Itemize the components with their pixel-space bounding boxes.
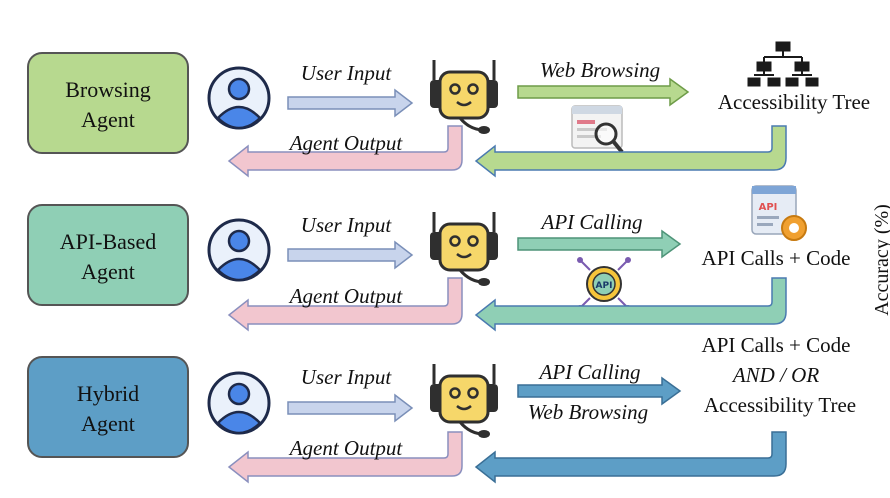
user-input-arrow <box>287 393 414 423</box>
agent-type-label-line1: Hybrid <box>77 381 139 406</box>
user-input-arrow <box>287 88 414 118</box>
robot-agent-icon <box>430 60 498 134</box>
result-label: API Calls + Code <box>702 246 851 270</box>
agent-type-label-line2: Agent <box>81 107 135 132</box>
agent-type-label-line2: Agent <box>81 411 135 436</box>
agent-output-arrow <box>227 125 463 178</box>
side-axis-label: Accuracy (%) <box>871 204 890 316</box>
action-label-primary: API Calling <box>538 360 641 384</box>
svg-text:API: API <box>596 281 613 291</box>
return-arrow <box>474 431 787 484</box>
user-input-label: User Input <box>301 365 393 389</box>
row-hybrid: Hybrid Agent User Input API Calling <box>27 333 856 484</box>
agent-output-label: Agent Output <box>288 436 404 460</box>
api-settings-icon: API <box>751 185 807 241</box>
web-browsing-arrow <box>517 77 690 107</box>
hierarchy-tree-icon <box>747 41 819 87</box>
user-avatar-icon <box>207 371 271 435</box>
user-input-arrow <box>287 240 414 270</box>
agent-type-label-line2: Agent <box>81 259 135 284</box>
agent-type-box <box>27 356 189 458</box>
user-avatar-icon <box>207 218 271 282</box>
agent-output-label: Agent Output <box>288 131 404 155</box>
return-arrow <box>474 125 787 178</box>
hybrid-action-arrow <box>517 376 682 406</box>
action-label: Web Browsing <box>540 58 660 82</box>
robot-agent-icon <box>430 212 498 286</box>
agent-output-arrow <box>227 431 463 484</box>
result-label-line1: API Calls + Code <box>702 333 851 357</box>
action-label-secondary: Web Browsing <box>528 400 648 424</box>
robot-agent-icon <box>430 364 498 438</box>
agent-type-box <box>27 52 189 154</box>
svg-text:API: API <box>759 202 778 213</box>
return-arrow <box>474 277 787 332</box>
user-avatar-icon <box>207 66 271 130</box>
agent-type-label-line1: Browsing <box>65 77 151 102</box>
result-label-line2: AND / OR <box>731 363 820 387</box>
row-browsing: Browsing Agent User Input <box>27 41 870 178</box>
agent-output-label: Agent Output <box>288 284 404 308</box>
agent-type-box <box>27 204 189 306</box>
result-label: Accessibility Tree <box>718 90 870 114</box>
web-search-icon <box>571 105 624 154</box>
action-label: API Calling <box>540 210 643 234</box>
user-input-label: User Input <box>301 213 393 237</box>
agent-output-arrow <box>227 277 463 332</box>
api-gear-icon: API <box>577 257 631 311</box>
user-input-label: User Input <box>301 61 393 85</box>
row-api-based: API-Based Agent User Input API Calling <box>27 185 851 332</box>
api-calling-arrow <box>517 229 682 259</box>
result-label-line3: Accessibility Tree <box>704 393 856 417</box>
agent-type-label-line1: API-Based <box>60 229 157 254</box>
